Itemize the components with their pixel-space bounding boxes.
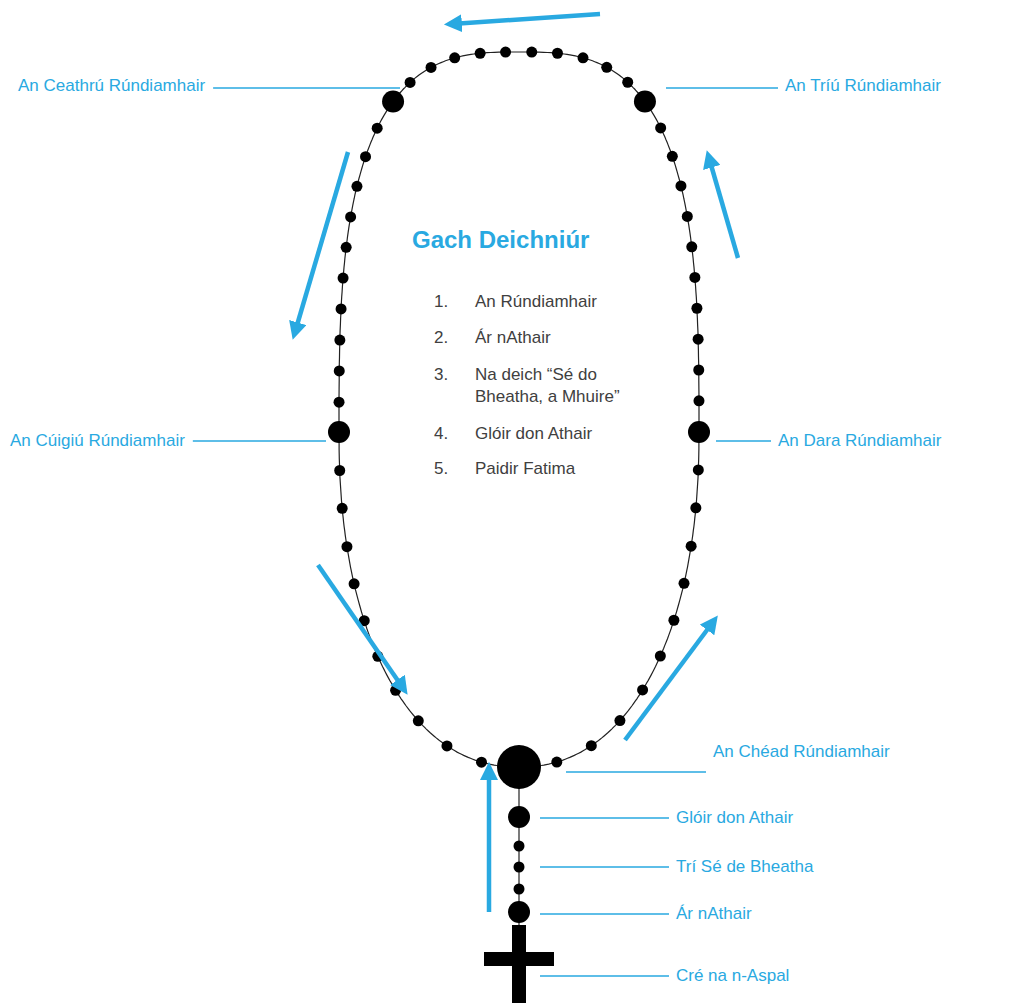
list-number: 5.	[434, 458, 448, 480]
list-item: Ár nAthair	[475, 327, 551, 349]
small-bead	[334, 397, 345, 408]
small-bead	[693, 364, 704, 375]
leader-line	[566, 771, 706, 773]
mystery-bead	[634, 91, 656, 113]
small-bead	[475, 48, 486, 59]
direction-arrow	[625, 622, 713, 740]
mystery-label: An Chéad Rúndiamhair	[713, 741, 890, 763]
list-item: Glóir don Athair	[475, 423, 592, 445]
small-bead	[667, 151, 678, 162]
small-bead	[551, 757, 562, 768]
leader-line	[666, 87, 778, 89]
small-bead	[349, 578, 360, 589]
small-bead	[500, 47, 511, 58]
direction-arrow	[487, 770, 492, 912]
small-bead	[338, 273, 349, 284]
small-bead	[441, 740, 452, 751]
list-item: Paidir Fatima	[475, 458, 575, 480]
mystery-label: An Dara Rúndiamhair	[778, 430, 941, 452]
small-bead	[655, 650, 666, 661]
small-bead	[622, 77, 633, 88]
list-number: 4.	[434, 423, 448, 445]
mystery-bead	[328, 421, 350, 443]
small-bead	[351, 181, 362, 192]
small-bead	[668, 615, 679, 626]
small-bead	[334, 465, 345, 476]
small-bead	[476, 757, 487, 768]
list-item: An Rúndiamhair	[475, 291, 597, 313]
small-bead	[689, 272, 700, 283]
small-bead	[686, 241, 697, 252]
leader-line	[193, 440, 326, 442]
small-bead	[334, 335, 345, 346]
small-bead	[334, 365, 345, 376]
prayer-label: Ár nAthair	[676, 903, 752, 925]
small-bead	[405, 77, 416, 88]
mystery-label: An Ceathrú Rúndiamhair	[18, 75, 205, 97]
leader-line	[716, 440, 771, 442]
small-bead	[526, 47, 537, 58]
small-bead	[655, 122, 666, 133]
leader-line	[540, 913, 669, 915]
small-bead	[577, 52, 588, 63]
small-bead	[337, 503, 348, 514]
cross	[484, 952, 554, 966]
small-bead	[514, 841, 525, 852]
prayer-label: Trí Sé de Bheatha	[676, 856, 813, 878]
leader-line	[540, 866, 669, 868]
small-bead	[691, 303, 702, 314]
small-bead	[514, 862, 525, 873]
small-bead	[693, 464, 704, 475]
small-bead	[679, 578, 690, 589]
mystery-bead	[382, 91, 404, 113]
small-bead	[682, 211, 693, 222]
small-bead	[413, 715, 424, 726]
mystery-label: An Tríú Rúndiamhair	[785, 75, 941, 97]
small-bead	[601, 62, 612, 73]
prayer-label: Cré na n-Aspal	[676, 965, 789, 987]
small-bead	[552, 48, 563, 59]
leader-line	[540, 975, 669, 977]
small-bead	[614, 715, 625, 726]
small-bead	[693, 334, 704, 345]
small-bead	[637, 684, 648, 695]
direction-arrow	[318, 565, 403, 688]
direction-arrows	[295, 14, 738, 912]
small-bead	[514, 884, 525, 895]
direction-arrow	[452, 14, 600, 24]
list-number: 1.	[434, 291, 448, 313]
leader-line	[540, 817, 669, 819]
leader-line	[213, 87, 400, 89]
small-bead	[693, 395, 704, 406]
small-bead	[360, 151, 371, 162]
list-number: 3.	[434, 364, 448, 386]
small-bead	[586, 740, 597, 751]
direction-arrow	[709, 158, 738, 258]
large-bead	[508, 901, 530, 923]
leader-lines	[193, 88, 778, 976]
small-bead	[690, 502, 701, 513]
mystery-label: An Cúigiú Rúndiamhair	[10, 430, 185, 452]
list-number: 2.	[434, 327, 448, 349]
mystery-bead	[688, 421, 710, 443]
prayer-label: Glóir don Athair	[676, 807, 793, 829]
rosary-chain	[339, 52, 699, 767]
small-bead	[345, 211, 356, 222]
small-bead	[341, 541, 352, 552]
centre-bead	[497, 745, 541, 789]
small-bead	[449, 52, 460, 63]
list-heading: Gach Deichniúr	[412, 226, 589, 254]
small-bead	[675, 180, 686, 191]
large-bead	[508, 806, 530, 828]
small-bead	[686, 541, 697, 552]
small-bead	[426, 62, 437, 73]
list-item: Na deich “Sé do Bheatha, a Mhuire”	[475, 364, 635, 408]
small-bead	[336, 303, 347, 314]
direction-arrow	[295, 152, 348, 332]
rosary-beads	[328, 47, 710, 1003]
small-bead	[341, 242, 352, 253]
small-bead	[372, 123, 383, 134]
